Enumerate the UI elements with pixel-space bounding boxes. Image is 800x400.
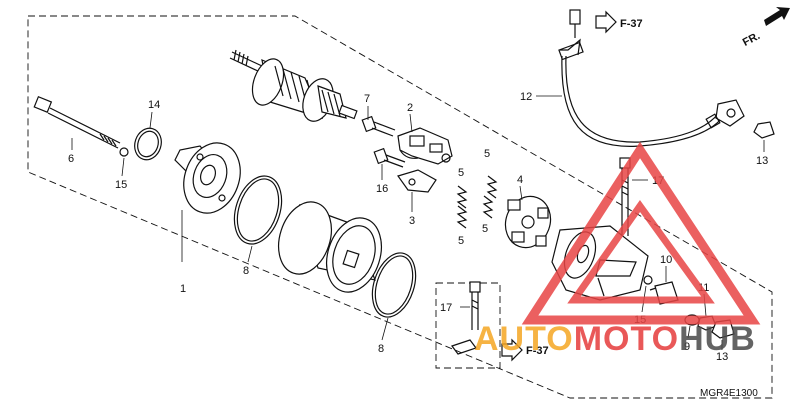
brush-springs-part-5 — [456, 175, 498, 229]
label-part-5a: 5 — [484, 148, 490, 160]
watermark-text-hub: HUB — [679, 320, 756, 358]
label-part-17b: 17 — [440, 302, 452, 314]
cable-part-12 — [558, 38, 745, 147]
label-part-9: 9 — [684, 341, 690, 353]
washer-part-15 — [119, 147, 129, 157]
label-part-8b: 8 — [378, 343, 384, 355]
part-labels: 1 2 3 4 5 5 5 5 6 7 8 8 9 10 11 12 13 13… — [68, 91, 768, 363]
label-part-5b: 5 — [458, 167, 464, 179]
label-part-12: 12 — [520, 91, 532, 103]
label-part-10: 10 — [660, 254, 672, 266]
watermark-text-auto: AUTO — [474, 320, 574, 358]
subassembly-box — [435, 282, 501, 369]
washer-part-15-right — [643, 275, 653, 285]
motor-case — [278, 201, 382, 293]
label-part-6: 6 — [68, 153, 74, 165]
label-part-5d: 5 — [482, 223, 488, 235]
label-part-1: 1 — [180, 283, 186, 295]
diagram-code: MGR4E1300 — [700, 388, 758, 399]
label-part-14: 14 — [148, 99, 160, 111]
bolt-part-17-lower — [469, 281, 481, 330]
leader-lines — [71, 95, 765, 350]
clip — [451, 339, 477, 355]
ref-arrow-top — [595, 10, 617, 34]
watermark-triangle-inner — [567, 199, 715, 304]
armature — [229, 49, 358, 122]
long-bolt-part-6 — [33, 95, 121, 149]
rear-cover — [174, 142, 241, 214]
terminal-plate-part-3 — [397, 169, 437, 193]
watermark: AUTOMOTOHUB — [474, 141, 761, 358]
brush-holder-part-2 — [397, 127, 453, 165]
label-part-2: 2 — [407, 102, 413, 114]
label-part-3: 3 — [409, 215, 415, 227]
nut-part-13-upper — [753, 121, 775, 139]
o-ring-part-14 — [134, 127, 162, 161]
label-part-4: 4 — [517, 174, 523, 186]
assembly-boundary — [27, 15, 773, 399]
ref-label-top: F-37 — [620, 18, 643, 30]
watermark-triangle-outer — [521, 141, 761, 325]
ref-arrow-bottom — [501, 338, 523, 362]
ref-label-bottom: F-37 — [526, 345, 549, 357]
watermark-text: AUTOMOTOHUB — [474, 320, 756, 358]
label-part-7: 7 — [364, 93, 370, 105]
cable-connector-top — [569, 9, 581, 38]
brush-holder-part-4 — [504, 195, 552, 249]
screw-part-7 — [361, 115, 396, 137]
screw-part-16 — [373, 147, 406, 168]
label-part-13b: 13 — [716, 351, 728, 363]
front-direction-indicator: FR. — [741, 7, 790, 49]
o-ring-part-8-right — [371, 252, 417, 318]
o-ring-part-8-left — [233, 175, 283, 245]
label-part-16: 16 — [376, 183, 388, 195]
label-part-13a: 13 — [756, 155, 768, 167]
label-part-5c: 5 — [458, 235, 464, 247]
label-part-11: 11 — [698, 282, 709, 294]
label-part-8a: 8 — [243, 265, 249, 277]
watermark-text-moto: MOTO — [574, 320, 679, 358]
direction-label: FR. — [741, 30, 762, 49]
label-part-15a: 15 — [115, 179, 127, 191]
